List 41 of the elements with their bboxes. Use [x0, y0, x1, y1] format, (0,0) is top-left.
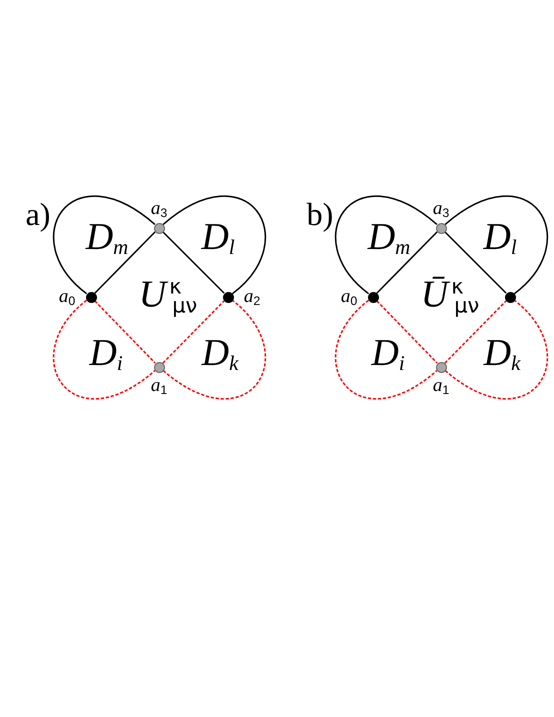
dashed-loop-curve: [444, 300, 548, 400]
panel-label: a): [26, 198, 50, 230]
dashed-edge-line: [94, 300, 156, 364]
loop-curve: [334, 196, 438, 294]
vertex-label: a$_{1}$: [150, 376, 168, 396]
vertex-label: a$_{3}$: [150, 198, 168, 220]
dashed-edge-line: [444, 300, 507, 364]
vertex-dot: [436, 362, 446, 372]
vertex-label: a$_{1}$: [432, 376, 450, 396]
region-label: D$_{l}$: [483, 218, 517, 258]
dashed-loop-curve: [334, 300, 438, 400]
vertex-label: a$_{0}$: [340, 286, 358, 308]
vertex-label: a$_{0}$: [58, 286, 76, 308]
edge-line: [162, 231, 225, 294]
vertex-dot: [86, 292, 96, 302]
vertex-dot: [368, 292, 378, 302]
dashed-edge-line: [376, 300, 438, 364]
panel-label: b): [306, 198, 334, 230]
region-label: D$_{m}$: [368, 218, 410, 258]
loop-curve: [444, 196, 548, 294]
region-label: D$_{k}$: [484, 334, 520, 374]
region-label: D$_{i}$: [89, 334, 123, 374]
vertex-dot: [154, 222, 164, 234]
region-label: D$_{k}$: [202, 334, 238, 374]
dashed-loop-curve: [52, 300, 156, 400]
region-label: D$_{l}$: [201, 218, 235, 258]
vertex-label: a$_{3}$: [432, 198, 450, 220]
vertex-label: a$_{2}$: [244, 286, 260, 308]
vertex-dot: [504, 292, 516, 302]
edge-line: [376, 231, 438, 294]
edge-line: [444, 231, 507, 294]
loop-curve: [162, 196, 266, 294]
loop-curve: [52, 196, 156, 294]
vertex-dot: [436, 222, 446, 234]
vertex-dot: [154, 362, 164, 372]
dashed-loop-curve: [162, 300, 266, 400]
edge-line: [94, 231, 156, 294]
region-label: D$_{m}$: [86, 218, 128, 258]
vertex-dot: [222, 292, 234, 302]
region-label: D$_{i}$: [371, 334, 405, 374]
dashed-edge-line: [162, 300, 225, 364]
